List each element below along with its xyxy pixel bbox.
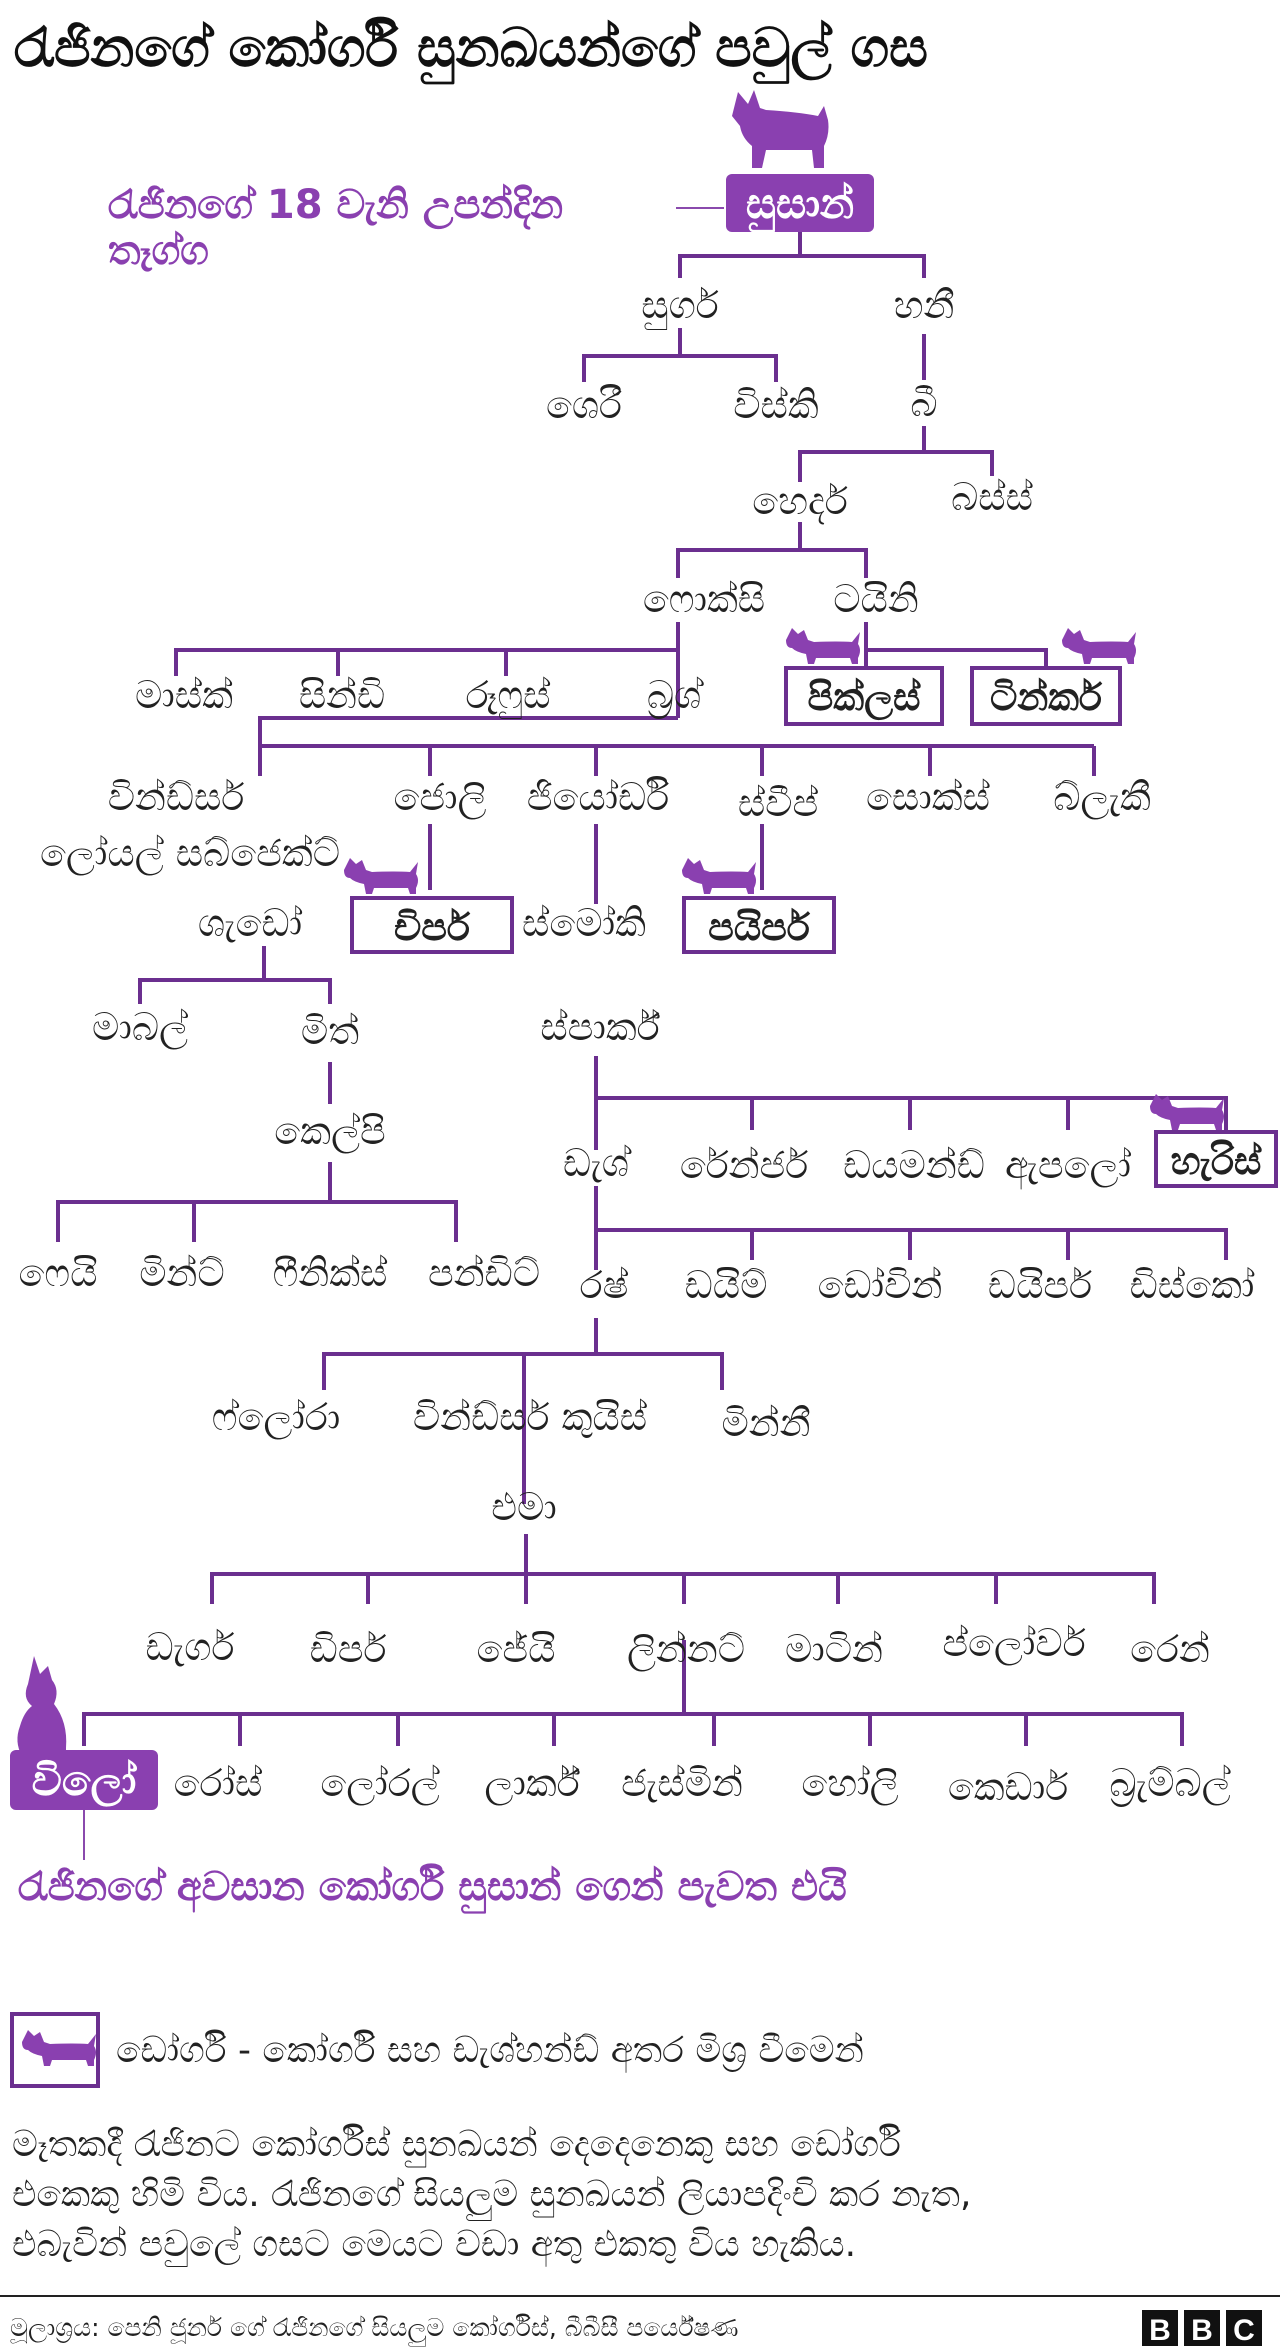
svg-text:C: C [1233,2314,1255,2347]
dorgi-box-tinker [970,666,1122,726]
dog-name-brush: බ්‍රශ් [647,673,704,719]
dog-name-tiny: ටයිනි [833,577,919,621]
dog-name-sugar: සුගර් [641,283,718,330]
dog-names: සුගර් හනී ශෙරී විස්කි බී හෙදර් බස්ස් ෆොක… [19,283,1255,1809]
dog-name-willow: විලෝ [32,1756,138,1807]
dog-name-socks: සොක්ස් [866,775,990,819]
dog-name-blackie: බ්ලැකී [1053,775,1151,820]
dachshund-icon [786,628,860,664]
dog-name-spark: ස්පාර්ක් [540,1005,659,1049]
page-title: රැජිනගේ කෝර්ගි සුනඛයන්ගේ පවුල් ගස [14,16,928,84]
dog-name-dipper2: ඩිපර් [310,1627,387,1671]
description-line1: මෑතකදී රැජිනට කෝර්ගිස් සුනඛයන් දෙදෙනෙකු … [12,2124,901,2168]
dog-name-kedar: කෙඩාර් [948,1765,1068,1809]
dog-name-windsor-line2: ලෝයල් සබ්ජෙක්ට් [40,831,340,876]
dog-name-apollo: ඇපලෝ [1005,1143,1131,1190]
dog-name-sweep: ස්වීප් [738,781,818,825]
dog-name-bee: බී [910,381,937,425]
dorgi-box-harris [1154,1130,1278,1188]
bbc-logo: B B C [1142,2310,1262,2347]
dog-name-mint: මින්ට් [139,1251,225,1295]
dog-name-pundit: පන්ඩිට් [428,1251,540,1295]
dog-name-minnie: මින්නී [721,1401,810,1445]
root-name-box [726,174,874,232]
description-line2: එකෙකු හිමි විය. රැජිනගේ සියලුම සුනඛයන් ල… [12,2174,971,2221]
dog-name-windsor-line1: වින්ඩ්සර් [108,775,245,819]
dorgi-boxes: පික්ලස් ටින්කර් චිපර් පයිපර් හැරිස් [344,628,1278,1188]
dog-name-dime: ඩයිම් [685,1263,768,1307]
dog-name-piper2: පයිපර් [708,905,811,949]
dog-name-heather: හෙදර් [752,479,848,524]
dog-name-windsor-quiz: වින්ඩ්සර් කුයිස් [413,1395,647,1439]
dog-name-jolly: ජොලි [393,775,486,820]
root-name: සුසාන් [746,179,854,233]
dog-name-pickles: පික්ලස් [808,675,922,721]
dog-name-flora: ෆ්ලෝරා [212,1395,341,1440]
dachshund-icon [1062,628,1136,664]
dog-name-wren: රෙන් [1130,1627,1210,1671]
dog-name-honey: හනී [894,283,955,327]
dog-name-myth: මිත් [301,1009,359,1053]
dog-name-disco: ඩිස්කෝ [1130,1263,1255,1307]
dog-name-dipper: ඩයිපර් [988,1263,1092,1307]
dorgi-box-piper [350,896,514,954]
legend-label: ඩෝර්ගි - කෝර්ගි සහ ඩැශ්හන්ඩ් අතර මිශ්‍ර … [116,2030,864,2073]
dog-name-mask: මාස්ක් [135,673,233,717]
dog-name-harris: හැරිස් [1171,1139,1263,1183]
corgi-icon [732,90,829,168]
dog-name-linnet: ලින්නට් [627,1627,745,1672]
source-credit: මූලාශ්‍රය: පෙනි ජූනර් ගේ රැජිනගේ සියලුම … [10,2313,738,2347]
dog-name-kelpie: කෙල්පි [274,1109,385,1154]
dog-name-rose: රෝස් [174,1761,263,1805]
dog-name-whisky: විස්කි [733,383,819,427]
dog-name-bass: බස්ස් [951,475,1033,519]
dog-name-lark: ලාර්ක් [484,1761,579,1806]
dog-name-laurel: ලෝරල් [320,1761,439,1806]
dog-name-ranger: රේන්ජර් [680,1143,808,1187]
dog-name-cindy: සින්ඩි [299,673,385,717]
willow-name-box [10,1750,158,1810]
tree-connectors [56,207,1228,1860]
dog-name-phoenix: ෆීනික්ස් [273,1251,388,1295]
dog-name-dagger: ඩැගර් [146,1625,235,1669]
dog-name-emma: එමා [491,1485,557,1529]
dog-name-dash: ඩැශ් [563,1141,632,1185]
dog-name-rush: රෂ් [580,1263,629,1307]
dog-name-martin: මාටින් [785,1627,883,1671]
dog-name-mabel: මාබල් [92,1005,188,1050]
dog-name-tinker: ටින්කර් [990,675,1103,719]
dog-name-diamond: ඩයමන්ඩ් [843,1143,985,1187]
svg-text:B: B [1191,2314,1213,2347]
dorgi-box-piper2 [682,896,836,954]
dog-name-fay: ෆෙයි [19,1251,98,1295]
dog-name-shadow: ශැඩෝ [198,901,302,945]
dorgi-box-pickles [784,666,944,726]
dog-name-dawn: ඩෝවින් [818,1263,943,1307]
root-note-line1: රැජිනගේ 18 වැනි උපන්දින [108,182,563,230]
last-corgi-note: රැජිනගේ අවසාන කෝර්ගි සුසාන් ගෙන් පැවත එය… [18,1863,847,1913]
svg-text:B: B [1149,2314,1171,2347]
dog-name-holly: හෝලි [801,1761,898,1806]
dachshund-icon [682,858,756,894]
description-line3: එබැවින් පවුලේ ගසට මෙයට වඩා අතු එකතු විය … [12,2224,856,2268]
legend: ඩෝර්ගි - කෝර්ගි සහ ඩැශ්හන්ඩ් අතර මිශ්‍ර … [10,2012,864,2088]
dog-name-smokey: ස්මෝකි [522,901,646,945]
dog-name-piper: චිපර් [394,905,471,949]
dachshund-icon [344,858,418,894]
dog-name-jasmine: ජැස්මින් [621,1761,743,1805]
dog-name-jay: ජේයි [477,1627,556,1671]
dog-name-sherry: ශෙරී [546,383,622,427]
dog-name-geordie: ජියෝර්ඩි [527,775,670,819]
dog-name-rufus: රූෆුස් [466,673,551,719]
dog-name-bramble: බ්‍රැම්බල් [1109,1761,1230,1807]
dog-name-foxy: ෆොක්සි [643,577,765,621]
root-note-line2: තෑග්ග [108,228,209,274]
corgi-icon [17,1656,67,1756]
dog-name-plover: ප්ලෝවර් [942,1621,1085,1666]
